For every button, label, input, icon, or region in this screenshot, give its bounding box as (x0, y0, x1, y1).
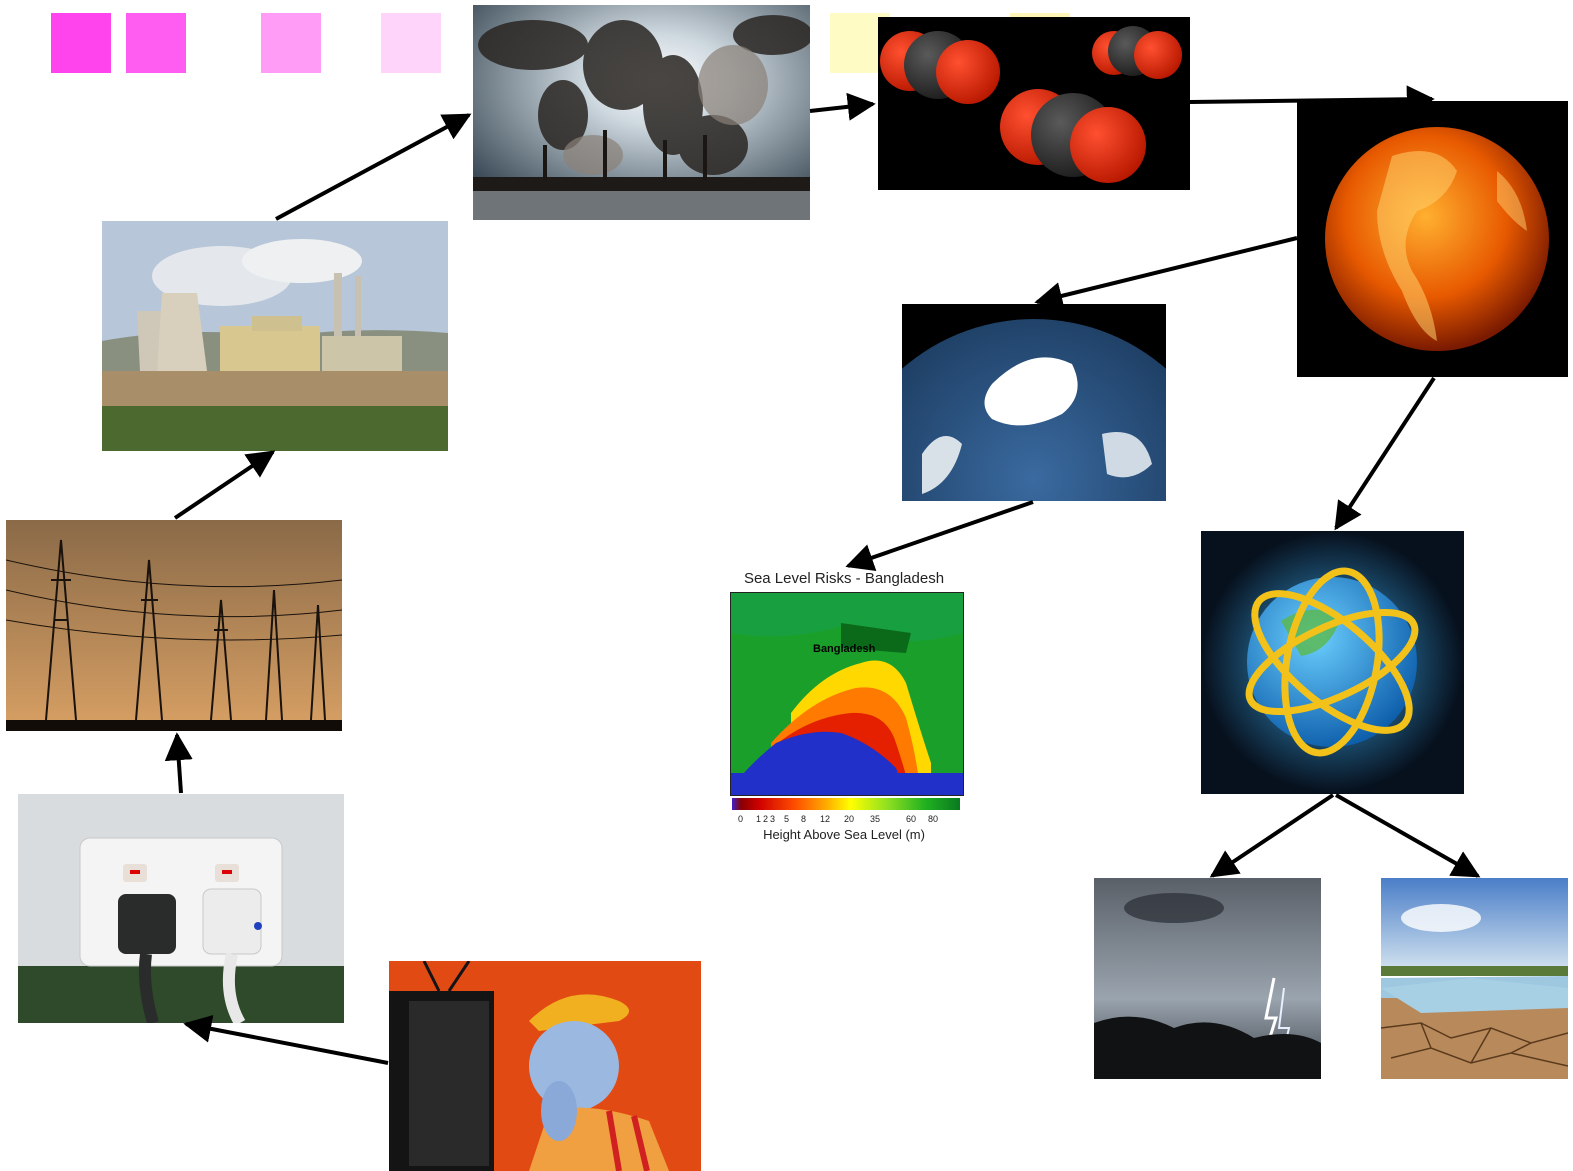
lightning-storm-image (1094, 878, 1321, 1079)
arrow-globe-to-drought (1335, 793, 1481, 878)
legend-tick-label: 80 (928, 814, 939, 824)
sea-level-title: Sea Level Risks - Bangladesh (743, 570, 945, 587)
bangladesh-map-image: Bangladesh (730, 592, 964, 796)
power-lines-image (6, 520, 342, 731)
arrow-ice-to-sealevel (845, 500, 1034, 571)
legend-colorbar (732, 798, 960, 810)
legend-tick-label: 5 (784, 814, 790, 824)
boy-watching-tv-image (389, 961, 701, 1171)
arrow-globe-to-storm (1209, 793, 1335, 878)
legend-tick-label: 0 (738, 814, 744, 824)
power-outlet-plugs-image (18, 794, 344, 1023)
arctic-ice-globe-image (902, 304, 1166, 501)
color-swatch (126, 13, 186, 73)
legend-tick-label: 2 (763, 814, 769, 824)
color-swatch (51, 13, 111, 73)
smokestack-emissions-image (473, 5, 810, 220)
legend-tick-label: 3 (770, 814, 776, 824)
country-label: Bangladesh (813, 643, 876, 655)
arrow-hot-earth-to-ice (1034, 236, 1298, 310)
climate-circulation-globe-image (1201, 531, 1464, 794)
legend-tick-label: 60 (906, 814, 917, 824)
hot-earth-image (1297, 101, 1568, 377)
legend-tick-label: 12 (820, 814, 831, 824)
legend-tick-label: 8 (801, 814, 807, 824)
drought-image (1381, 878, 1568, 1079)
power-station-image (102, 221, 448, 451)
sea-level-xlabel: Height Above Sea Level (m) (763, 827, 925, 842)
legend-tick-label: 35 (870, 814, 881, 824)
color-swatch (261, 13, 321, 73)
arrow-tv-to-outlet (183, 1015, 389, 1065)
arrow-hot-earth-to-globe (1334, 376, 1436, 531)
arrow-powerlines-to-station (173, 450, 276, 520)
legend-tick-label: 20 (844, 814, 855, 824)
arrow-station-to-smokestacks (275, 113, 472, 221)
color-swatch (381, 13, 441, 73)
co2-molecules-image (878, 17, 1190, 190)
legend-tick-label: 1 (756, 814, 762, 824)
arrow-outlet-to-powerlines (164, 732, 193, 794)
arrow-smokestacks-to-co2 (809, 92, 876, 121)
